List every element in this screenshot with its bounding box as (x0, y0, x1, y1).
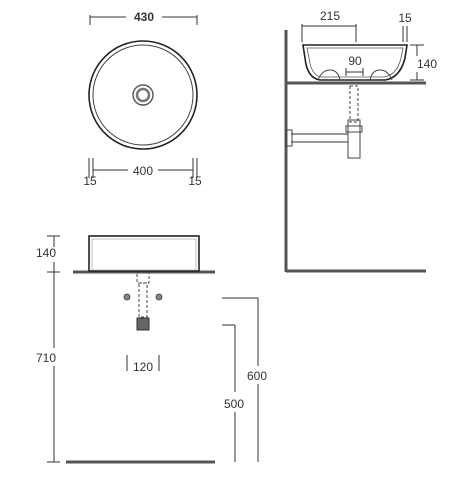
dim-side-rim: 15 (398, 11, 412, 42)
front-waste (136, 272, 150, 331)
dim-600-label: 600 (247, 369, 267, 383)
dim-outer-width: 430 (89, 10, 198, 25)
dim-total-height: 710 (36, 271, 60, 463)
basin-inner-rim (92, 44, 194, 146)
dim-tap-spacing-label: 120 (133, 360, 153, 374)
dim-half-width-label: 215 (320, 9, 340, 23)
dim-500-label: 500 (224, 397, 244, 411)
dim-total-height-label: 710 (36, 351, 56, 365)
side-view: 215 15 90 140 (284, 9, 437, 273)
basin-section (302, 44, 408, 81)
dim-basin-height-label: 140 (36, 246, 56, 260)
dim-waste-offset-label: 90 (348, 54, 362, 68)
dim-side-height-label: 140 (417, 57, 437, 71)
dim-tap-spacing: 120 (126, 355, 160, 374)
drain-inner (135, 87, 151, 103)
drain-outer (132, 84, 154, 106)
dim-side-height: 140 (410, 44, 437, 81)
dim-600: 600 (222, 297, 267, 462)
dim-rim-left-label: 15 (83, 174, 97, 188)
tap-holes (123, 293, 163, 301)
dim-side-rim-label: 15 (398, 11, 412, 25)
dim-waste-offset: 90 (345, 54, 364, 76)
front-view: 140 710 120 (36, 235, 267, 464)
dim-inner-width: 400 15 15 (83, 158, 202, 188)
front-basin (88, 235, 200, 272)
bottle-trap (285, 85, 363, 159)
dim-rim-right-label: 15 (188, 174, 202, 188)
basin-outer-rim (88, 40, 198, 150)
dim-outer-width-label: 430 (134, 10, 154, 24)
top-view: 430 400 15 15 (83, 10, 202, 188)
dim-basin-height: 140 (36, 235, 60, 272)
dim-inner-width-label: 400 (133, 164, 153, 178)
dim-half-width: 215 (301, 9, 357, 42)
dim-500: 500 (222, 324, 244, 462)
